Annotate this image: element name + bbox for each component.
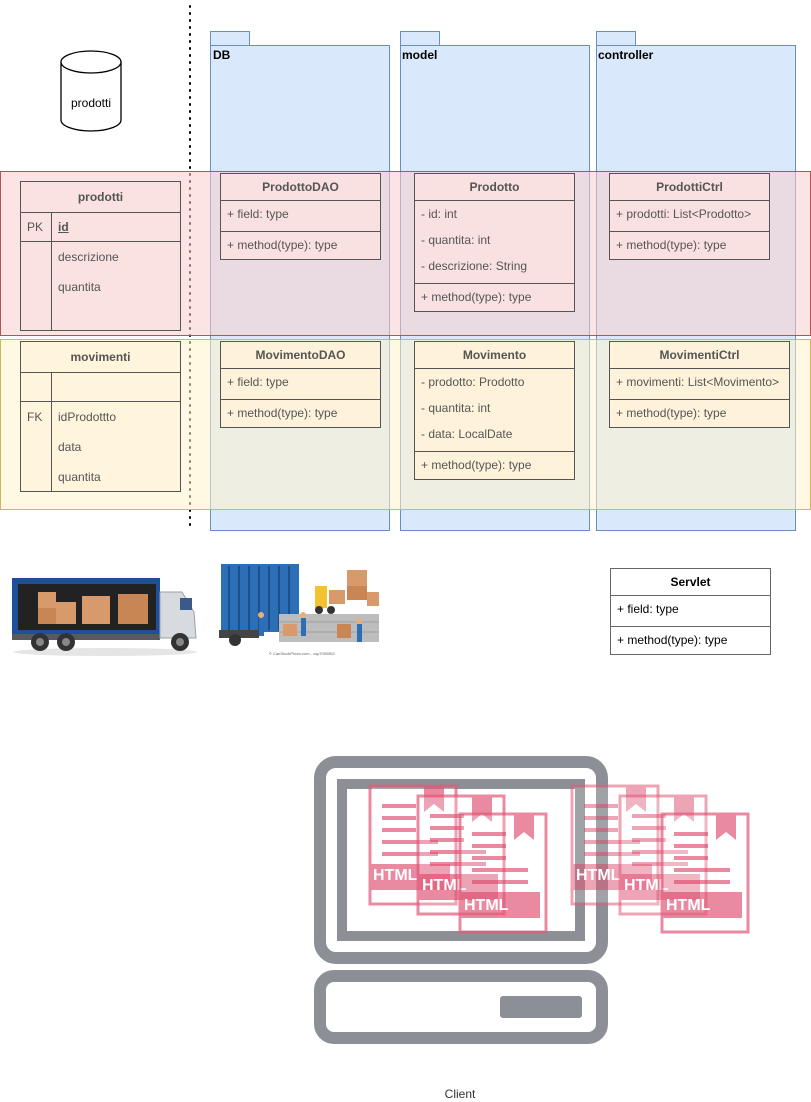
er-field: descrizione (58, 250, 119, 264)
html-document-icon (660, 812, 750, 934)
class-attribute: - quantita: int (421, 233, 491, 247)
class-attribute: - prodotto: Prodotto (421, 375, 525, 389)
html-document-label: HTML (624, 877, 669, 894)
package-db-title: DB (213, 48, 231, 62)
class-method: + method(type): type (610, 399, 789, 426)
class-attribute: + field: type (227, 207, 289, 221)
class-prodottictrl[interactable]: ProdottiCtrl + prodotti: List<Prodotto> … (609, 173, 770, 260)
pk-label: PK (27, 220, 44, 234)
class-movimentictrl[interactable]: MovimentiCtrl + movimenti: List<Moviment… (609, 341, 790, 428)
class-movimentodao[interactable]: MovimentoDAO + field: type + method(type… (220, 341, 381, 428)
database-label: prodotti (70, 96, 112, 110)
class-method: + method(type): type (221, 399, 380, 426)
class-method: + method(type): type (415, 283, 574, 310)
class-servlet[interactable]: Servlet + field: type + method(type): ty… (610, 568, 771, 655)
html-document-icon (458, 812, 548, 934)
html-document-label: HTML (373, 867, 418, 884)
class-attribute: + movimenti: List<Movimento> (616, 375, 780, 389)
class-method: + method(type): type (221, 231, 380, 258)
er-field: quantita (58, 280, 101, 294)
client-label: Client (444, 1087, 476, 1101)
html-document-label: HTML (576, 867, 621, 884)
class-method: + method(type): type (415, 451, 574, 478)
class-attribute: + field: type (227, 375, 289, 389)
er-table-title: movimenti (21, 342, 180, 373)
package-model-title: model (402, 48, 438, 62)
class-method: + method(type): type (610, 231, 769, 258)
svg-text:© CanStockPhoto.com - csp70908: © CanStockPhoto.com - csp7090852 (269, 651, 336, 656)
class-name: Prodotto (415, 174, 574, 201)
er-table-prodotti[interactable]: prodotti PK id descrizione quantita (20, 181, 181, 331)
er-field: data (58, 440, 82, 454)
class-prodotto[interactable]: Prodotto - id: int - quantita: int - des… (414, 173, 575, 312)
database-cylinder (60, 50, 122, 132)
class-attribute: - descrizione: String (421, 259, 528, 273)
class-prodottodao[interactable]: ProdottoDAO + field: type + method(type)… (220, 173, 381, 260)
class-movimento[interactable]: Movimento - prodotto: Prodotto - quantit… (414, 341, 575, 480)
client-computer-icon (314, 756, 608, 1044)
class-name: Movimento (415, 342, 574, 369)
html-document-label: HTML (464, 897, 509, 914)
er-table-movimenti[interactable]: movimenti FK idProdottto data quantita (20, 341, 181, 492)
package-controller-title: controller (598, 48, 654, 62)
fk-label: FK (27, 410, 43, 424)
class-name: MovimentoDAO (221, 342, 380, 369)
html-document-label: HTML (422, 877, 467, 894)
delivery-truck-image (12, 578, 197, 656)
class-attribute: - quantita: int (421, 401, 491, 415)
html-document-label: HTML (666, 897, 711, 914)
class-attribute: + field: type (617, 602, 679, 616)
class-attribute: - data: LocalDate (421, 427, 513, 441)
class-method: + method(type): type (611, 626, 770, 653)
class-name: MovimentiCtrl (610, 342, 789, 369)
class-attribute: - id: int (421, 207, 458, 221)
er-field: quantita (58, 470, 101, 484)
class-name: ProdottiCtrl (610, 174, 769, 201)
er-field: idProdottto (58, 410, 117, 424)
class-name: Servlet (611, 569, 770, 596)
er-table-title: prodotti (21, 182, 180, 213)
pk-field: id (58, 220, 69, 234)
class-name: ProdottoDAO (221, 174, 380, 201)
warehouse-loading-image: © CanStockPhoto.com - csp7090852 (219, 564, 379, 656)
class-attribute: + prodotti: List<Prodotto> (616, 207, 752, 221)
